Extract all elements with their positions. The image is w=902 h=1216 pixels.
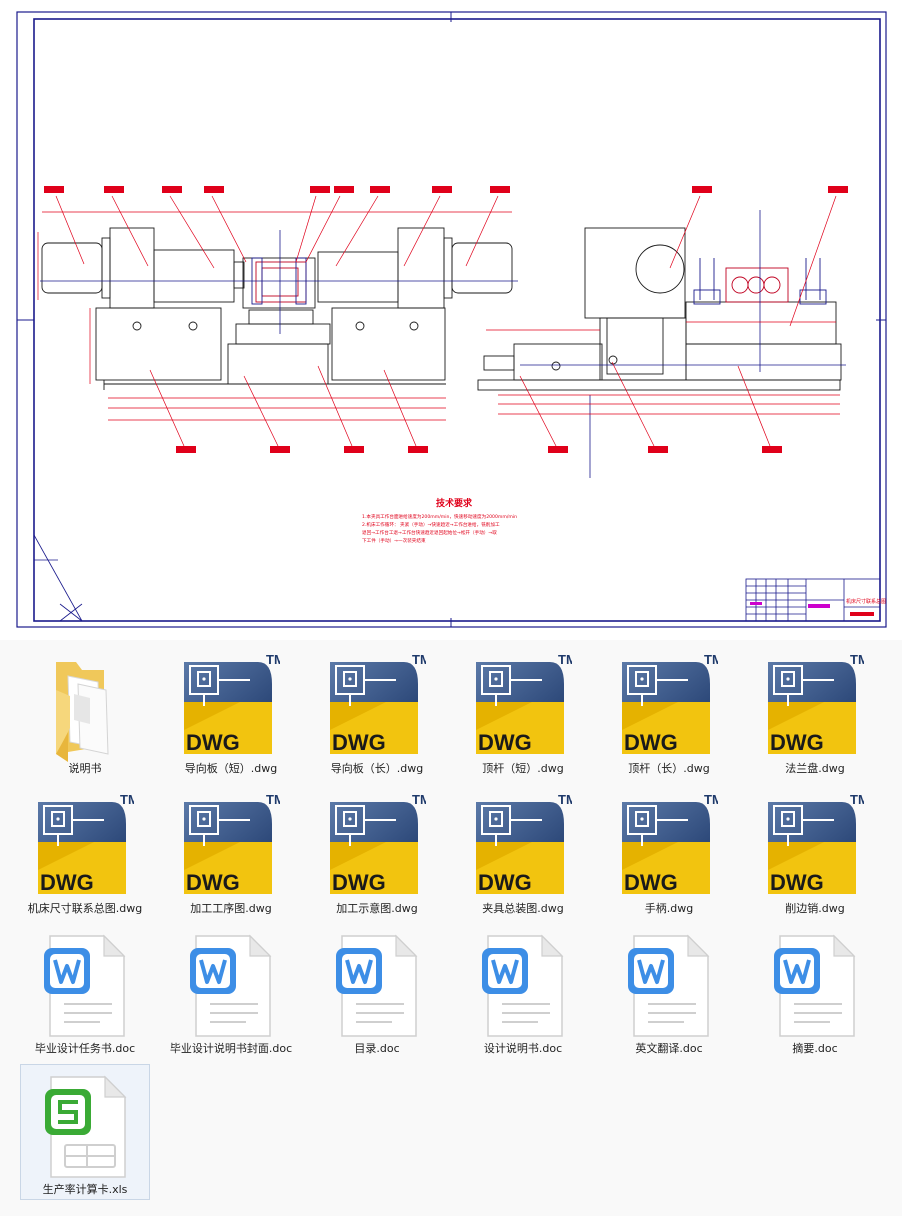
tech-notes-title: 技术要求 — [436, 497, 473, 509]
svg-text:TM: TM — [266, 652, 280, 667]
svg-text:TM: TM — [704, 652, 718, 667]
file-item[interactable]: 毕业设计任务书.doc — [20, 924, 150, 1060]
word-doc-icon — [44, 934, 126, 1037]
file-name-label: 手柄.dwg — [644, 902, 694, 915]
title-block — [745, 578, 881, 622]
file-item[interactable]: DWG TM 顶杆（短）.dwg — [458, 644, 588, 780]
file-name-label: 毕业设计任务书.doc — [34, 1042, 136, 1055]
word-doc-icon — [482, 934, 564, 1037]
file-name-label: 摘要.doc — [792, 1042, 838, 1055]
file-name-label: 导向板（长）.dwg — [330, 762, 424, 775]
side-view — [477, 227, 842, 391]
word-doc-icon — [774, 934, 856, 1037]
tech-note-line: 下工件（手动）→一次装夹结束 — [362, 537, 426, 544]
tech-note-line: 2.机床工作循环： 夹紧（手动）→快速趋近→工作台进给，铣削加工 — [362, 521, 500, 528]
svg-text:TM: TM — [412, 652, 426, 667]
file-name-label: 顶杆（长）.dwg — [628, 762, 710, 775]
title-block-name: 机床尺寸联系总图 — [846, 598, 886, 605]
file-item[interactable]: DWG TM 加工工序图.dwg — [166, 784, 296, 920]
file-item[interactable]: DWG TM 夹具总装图.dwg — [458, 784, 588, 920]
word-doc-icon — [628, 934, 710, 1037]
dwg-icon: DWG TM — [330, 792, 426, 895]
word-doc-icon — [336, 934, 418, 1037]
file-item[interactable]: 英文翻译.doc — [604, 924, 734, 1060]
file-item[interactable]: DWG TM 法兰盘.dwg — [750, 644, 880, 780]
svg-text:TM: TM — [412, 792, 426, 807]
file-name-label: 英文翻译.doc — [635, 1042, 703, 1055]
svg-text:TM: TM — [558, 792, 572, 807]
file-name-label: 生产率计算卡.xls — [42, 1183, 128, 1196]
tech-note-line: 退回→工作台工退→工作台快速趋近退回起始位→松开（手动）→取 — [362, 529, 497, 536]
file-name-label: 机床尺寸联系总图.dwg — [27, 902, 143, 915]
file-item[interactable]: 目录.doc — [312, 924, 442, 1060]
dwg-icon: DWG TM — [184, 792, 280, 895]
file-name-label: 导向板（短）.dwg — [184, 762, 278, 775]
svg-text:TM: TM — [850, 652, 864, 667]
svg-text:DWG: DWG — [624, 730, 678, 755]
file-name-label: 加工工序图.dwg — [190, 902, 272, 915]
dwg-icon: DWG TM — [768, 652, 864, 755]
file-name-label: 目录.doc — [354, 1042, 400, 1055]
svg-text:DWG: DWG — [332, 730, 386, 755]
svg-text:DWG: DWG — [186, 730, 240, 755]
svg-text:DWG: DWG — [770, 870, 824, 895]
file-item[interactable]: DWG TM 削边销.dwg — [750, 784, 880, 920]
file-item[interactable]: DWG TM 机床尺寸联系总图.dwg — [20, 784, 150, 920]
dwg-icon: DWG TM — [622, 652, 718, 755]
svg-text:DWG: DWG — [770, 730, 824, 755]
dwg-icon: DWG TM — [184, 652, 280, 755]
technical-notes: 技术要求 1.本夹具工作台面进给速度为200mm/min，快速移动速度为2000… — [362, 497, 517, 544]
dwg-icon: DWG TM — [476, 652, 572, 755]
file-name-label: 法兰盘.dwg — [785, 762, 845, 775]
file-name-label: 加工示意图.dwg — [336, 902, 418, 915]
file-name-label: 设计说明书.doc — [483, 1042, 563, 1055]
dwg-icon: DWG TM — [330, 652, 426, 755]
cad-drawing-preview: 技术要求 1.本夹具工作台面进给速度为200mm/min，快速移动速度为2000… — [16, 11, 887, 628]
file-item[interactable]: 生产率计算卡.xls — [20, 1064, 150, 1200]
file-item[interactable]: DWG TM 加工示意图.dwg — [312, 784, 442, 920]
file-item[interactable]: DWG TM 手柄.dwg — [604, 784, 734, 920]
folder-icon — [56, 662, 109, 762]
dwg-icon: DWG TM — [622, 792, 718, 895]
front-view — [41, 227, 513, 390]
svg-text:TM: TM — [266, 792, 280, 807]
svg-text:DWG: DWG — [624, 870, 678, 895]
file-item[interactable]: 摘要.doc — [750, 924, 880, 1060]
corner-stamp — [33, 534, 83, 622]
spreadsheet-icon — [45, 1075, 127, 1178]
svg-text:TM: TM — [850, 792, 864, 807]
file-item[interactable]: 说明书 — [20, 644, 150, 780]
svg-text:DWG: DWG — [186, 870, 240, 895]
file-item[interactable]: DWG TM 导向板（长）.dwg — [312, 644, 442, 780]
dwg-icon: DWG TM — [768, 792, 864, 895]
file-name-label: 顶杆（短）.dwg — [482, 762, 564, 775]
svg-text:DWG: DWG — [40, 870, 94, 895]
svg-text:TM: TM — [120, 792, 134, 807]
word-doc-icon — [190, 934, 272, 1037]
svg-text:DWG: DWG — [332, 870, 386, 895]
svg-text:DWG: DWG — [478, 730, 532, 755]
file-name-label: 夹具总装图.dwg — [482, 902, 564, 915]
callout-labels — [44, 186, 848, 453]
svg-text:TM: TM — [558, 652, 572, 667]
file-item[interactable]: 设计说明书.doc — [458, 924, 588, 1060]
file-name-label: 说明书 — [68, 762, 102, 775]
file-item[interactable]: 毕业设计说明书封面.doc — [166, 924, 296, 1060]
file-item[interactable]: DWG TM 导向板（短）.dwg — [166, 644, 296, 780]
svg-text:TM: TM — [704, 792, 718, 807]
dwg-icon: DWG TM — [476, 792, 572, 895]
file-item[interactable]: DWG TM 顶杆（长）.dwg — [604, 644, 734, 780]
file-name-label: 毕业设计说明书封面.doc — [169, 1042, 293, 1055]
dwg-icon: DWG TM — [38, 792, 134, 895]
file-name-label: 削边销.dwg — [785, 902, 845, 915]
svg-text:DWG: DWG — [478, 870, 532, 895]
tech-note-line: 1.本夹具工作台面进给速度为200mm/min，快速移动速度为2000mm/mi… — [362, 513, 517, 520]
